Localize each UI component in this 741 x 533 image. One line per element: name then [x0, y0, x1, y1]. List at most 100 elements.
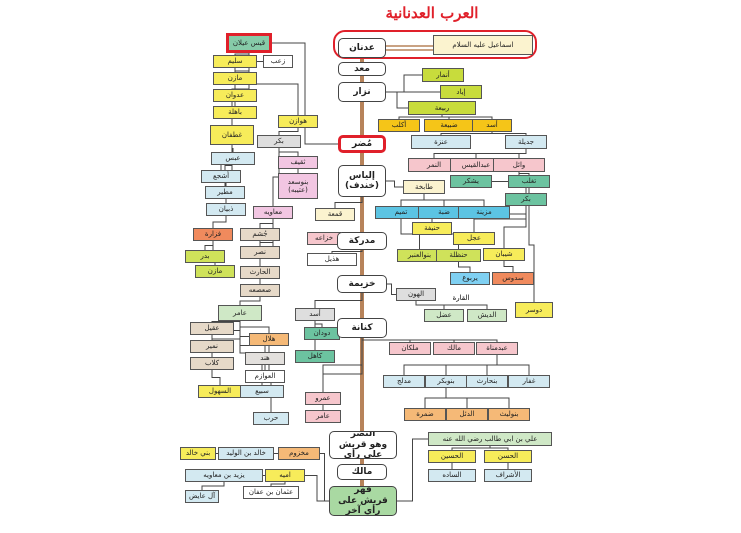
- node-mazin1: مازن: [213, 72, 257, 85]
- connector-banubakr-banulayth: [445, 388, 510, 408]
- node-khalid: خالد بن الوليد: [218, 447, 274, 460]
- node-thaqif: ثقيف: [278, 156, 318, 169]
- node-ashja: أشجع: [201, 170, 241, 183]
- node-hanifa: حنيفة: [412, 222, 452, 235]
- node-amir-k: عامر: [305, 410, 341, 423]
- node-hilal: هلال: [249, 333, 289, 346]
- node-shayban: شيبان: [483, 248, 525, 261]
- node-nizar: نزار: [338, 82, 386, 102]
- node-kahil: كاهل: [295, 350, 335, 363]
- connector-kilab-suhul: [211, 370, 221, 385]
- connector-hanzala-yarbu: [458, 262, 471, 272]
- connector-qays-hawazin: [248, 53, 299, 115]
- node-ilyas: إلياس (خندف): [338, 165, 386, 197]
- connector-bakr_w-shayban: [503, 206, 527, 248]
- connector-asad_r-jadila: [491, 132, 527, 135]
- node-mudar: مُضر: [338, 135, 386, 153]
- node-ismail: اسماعيل عليه السلام: [433, 35, 533, 55]
- node-dish: الديش: [467, 309, 507, 322]
- node-hasan: الحسن: [484, 450, 532, 463]
- node-banikhalid: بني خالد: [180, 447, 216, 460]
- node-hudhayl: هذيل: [307, 253, 357, 266]
- node-badr: بدر: [185, 250, 225, 263]
- node-anaza: عنزة: [411, 135, 471, 149]
- node-awazim: العوازم: [245, 370, 285, 383]
- node-harb: حرب: [253, 412, 289, 425]
- node-maad: معد: [338, 62, 386, 76]
- node-abs: عبس: [211, 152, 255, 165]
- connector-yazid-alayid: [201, 482, 225, 490]
- node-anmar: أنمار: [422, 68, 464, 82]
- node-dubaya: ضبيعة: [424, 119, 474, 132]
- node-adwan: عدوان: [213, 89, 257, 102]
- node-malik-k: مالك: [433, 342, 475, 355]
- node-aklub: أكلب: [378, 119, 420, 132]
- node-khuzayma: خزيمة: [337, 275, 387, 293]
- connector-muawiya-jusham: [259, 219, 274, 228]
- node-bakr-h: بكر: [257, 135, 301, 148]
- connector-mudrika-hudhayl: [331, 250, 363, 253]
- node-adnan: عدنان: [338, 38, 386, 58]
- node-umayya: اميه: [265, 469, 305, 482]
- connector-abdmanat-banharith: [486, 355, 498, 375]
- node-dhubyan: ذبيان: [206, 203, 246, 216]
- node-alayid: آل عايض: [185, 490, 219, 503]
- node-mazin2: مازن: [195, 265, 235, 278]
- connector-khuzayma-asad_k: [314, 293, 363, 308]
- node-mutayr: مطير: [205, 186, 245, 199]
- node-dawsar: دوسر: [515, 302, 553, 318]
- connector-ali-hasan: [489, 446, 509, 450]
- node-adal: عضل: [424, 309, 464, 322]
- node-damra: ضمرة: [404, 408, 446, 421]
- node-malkan: ملكان: [389, 342, 431, 355]
- connector-fihr-umayya: [305, 475, 329, 502]
- node-sada: الساده: [428, 469, 476, 482]
- adnan-ismail-link: [386, 45, 433, 51]
- adnan-highlight-ring: [333, 30, 537, 59]
- node-hun: الهون: [396, 288, 436, 301]
- node-ghifar: غفار: [508, 375, 550, 388]
- connector-ilyas-qama: [334, 197, 363, 208]
- node-uqayl: عقيل: [190, 322, 234, 335]
- connector-tabikha-tamim: [400, 194, 425, 206]
- node-jusham: جُشم: [240, 228, 280, 241]
- connector-taghlib-dawsar: [528, 188, 535, 302]
- node-mudlij: مدلج: [383, 375, 425, 388]
- connector-khuzayma-hun: [387, 283, 396, 295]
- node-yarbu: يربوع: [450, 272, 490, 285]
- node-yashkur: يشكر: [450, 175, 492, 188]
- connector-shayban-sadus: [503, 261, 514, 272]
- node-hanzala: حنظلة: [436, 249, 481, 262]
- connector-hun-dish: [415, 301, 488, 309]
- connector-kinana-amr: [322, 338, 363, 392]
- node-banharith: بنحارث: [466, 375, 508, 388]
- node-banubakr: بنوبكر: [425, 375, 467, 388]
- node-muawiya: معاويه: [253, 206, 293, 219]
- connector-nizar-rabia: [386, 91, 408, 109]
- node-mudrika: مدركة: [337, 232, 387, 250]
- connector-abdmanat-ghifar: [496, 355, 530, 375]
- node-fihr: فهر قريش على رأي آخر: [329, 486, 397, 516]
- node-banusad: بنوسعد (عتيبه): [278, 173, 318, 199]
- node-uthman: عثمان بن عفان: [243, 486, 299, 499]
- node-qara: القارة: [452, 294, 470, 302]
- node-sulaym: سليم: [213, 55, 257, 68]
- node-hind: هند: [245, 352, 285, 365]
- connector-fazara-badr: [204, 241, 214, 250]
- node-nasr: نصر: [240, 246, 280, 259]
- connector-rabia-asad_r: [441, 115, 493, 119]
- node-qays: قيس عيلان: [226, 33, 272, 53]
- node-wail: وائل: [493, 158, 545, 172]
- node-sadus: سدوس: [492, 272, 534, 285]
- node-ghatafan: غطفان: [210, 125, 254, 145]
- node-sasaa: صعصعه: [240, 284, 280, 297]
- node-harith: الحارث: [240, 266, 280, 279]
- connector-ilyas-tabikha: [386, 180, 403, 188]
- node-zab: زعب: [263, 55, 293, 68]
- node-numayr: نمير: [190, 340, 234, 353]
- connector-banubakr-damra: [424, 388, 447, 408]
- node-malik: مالك: [337, 464, 387, 480]
- connector-jadila-wail: [518, 149, 527, 158]
- node-amr: عمرو: [305, 392, 341, 405]
